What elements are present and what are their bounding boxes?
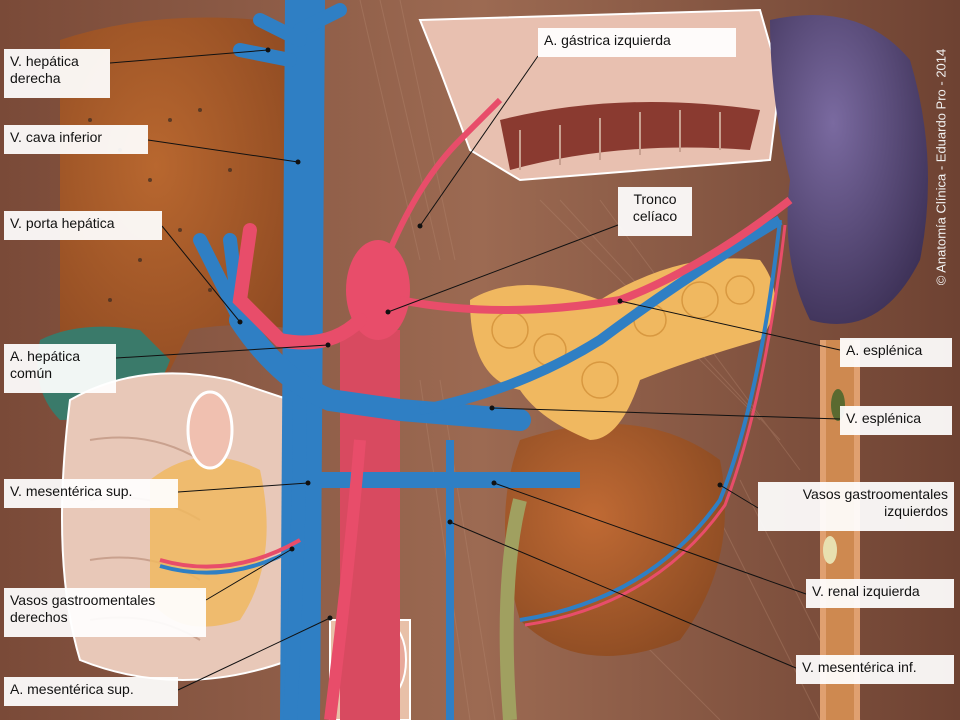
- colon-lumen: [186, 390, 234, 470]
- common-hepatic-artery: [232, 223, 367, 350]
- stomach-lumen: [500, 102, 760, 170]
- label-line: A. gástrica izquierda: [544, 32, 671, 48]
- label-line: común: [10, 365, 53, 381]
- ureter: [499, 498, 527, 720]
- pancreas-body: [470, 258, 775, 440]
- label-v-mesenterica-inf: V. mesentérica inf.: [796, 655, 954, 684]
- pancreas-head: [150, 457, 267, 627]
- label-tronco-celiaco: Tronco celíaco: [618, 187, 692, 236]
- label-line: celíaco: [632, 208, 678, 224]
- left-gastric-artery: [387, 97, 503, 252]
- label-vasos-gastroomentales-izquierdos: Vasos gastroomentales izquierdos: [758, 482, 954, 531]
- splenic-vein: [419, 215, 783, 415]
- leader-v-esplenica: [491, 407, 841, 420]
- right-gastroomental-vessels: [159, 538, 301, 569]
- label-line: derecha: [10, 70, 61, 86]
- leader-v-mesenterica-inf: [449, 521, 797, 669]
- label-line: A. mesentérica sup.: [10, 681, 134, 697]
- label-v-mesenterica-sup: V. mesentérica sup.: [4, 479, 178, 508]
- aorta: [340, 330, 400, 720]
- label-v-hepatica-derecha: V. hepática derecha: [4, 49, 110, 98]
- rib-vessel-2: [823, 536, 837, 564]
- label-a-hepatica-comun: A. hepática común: [4, 344, 116, 393]
- leader-v-renal-izquierda: [493, 482, 807, 595]
- leader-vasos-gastroomentales-izq: [719, 484, 759, 509]
- label-a-esplenica: A. esplénica: [840, 338, 952, 367]
- label-line: V. esplénica: [846, 410, 921, 426]
- leader-tronco-celiaco: [387, 224, 619, 313]
- leader-v-porta-hepatica: [161, 225, 241, 323]
- leader-endpoints: [237, 47, 723, 621]
- label-line: V. mesentérica sup.: [10, 483, 133, 499]
- label-line: V. hepática: [10, 53, 79, 69]
- leader-a-mesenterica-sup: [177, 617, 331, 691]
- label-line: V. renal izquierda: [812, 583, 920, 599]
- copyright-credit: © Anatomía Clínica - Eduardo Pro - 2014: [930, 12, 952, 322]
- spleen: [770, 15, 928, 324]
- label-line: Vasos gastroomentales: [10, 592, 156, 608]
- label-line: izquierdos: [884, 503, 948, 519]
- leader-v-hepatica-derecha: [109, 49, 269, 64]
- label-v-porta-hepatica: V. porta hepática: [4, 211, 162, 240]
- leader-v-cava-inferior: [147, 139, 299, 163]
- label-a-gastrica-izquierda: A. gástrica izquierda: [538, 28, 736, 57]
- leader-a-hepatica-comun: [115, 344, 329, 359]
- left-kidney: [505, 424, 725, 656]
- label-line: A. hepática: [10, 348, 81, 364]
- left-gastroomental-vessels: [519, 219, 782, 622]
- label-vasos-gastroomentales-derechos: Vasos gastroomentales derechos: [4, 588, 206, 637]
- leader-vasos-gastroomentales-der: [205, 548, 293, 601]
- leader-a-gastrica-izquierda: [419, 55, 539, 227]
- superior-mesenteric-artery: [324, 439, 366, 720]
- credit-text: © Anatomía Clínica - Eduardo Pro - 2014: [933, 48, 949, 286]
- leader-lines: [109, 49, 841, 691]
- label-line: V. cava inferior: [10, 129, 103, 145]
- label-a-mesenterica-sup: A. mesentérica sup.: [4, 677, 178, 706]
- label-line: Tronco: [633, 191, 677, 207]
- label-v-cava-inferior: V. cava inferior: [4, 125, 148, 154]
- stomach-rugae: [519, 110, 721, 170]
- label-line: derechos: [10, 609, 68, 625]
- label-line: A. esplénica: [846, 342, 923, 358]
- label-v-renal-izquierda: V. renal izquierda: [806, 579, 954, 608]
- portal-vein: [229, 309, 531, 431]
- left-gastroomental-artery: [524, 224, 787, 627]
- leader-a-esplenica: [619, 300, 841, 351]
- label-line: Vasos gastroomentales: [802, 486, 948, 502]
- label-line: V. mesentérica inf.: [802, 659, 917, 675]
- leader-v-mesenterica-sup: [177, 482, 309, 493]
- label-line: V. porta hepática: [10, 215, 115, 231]
- label-v-esplenica: V. esplénica: [840, 406, 952, 435]
